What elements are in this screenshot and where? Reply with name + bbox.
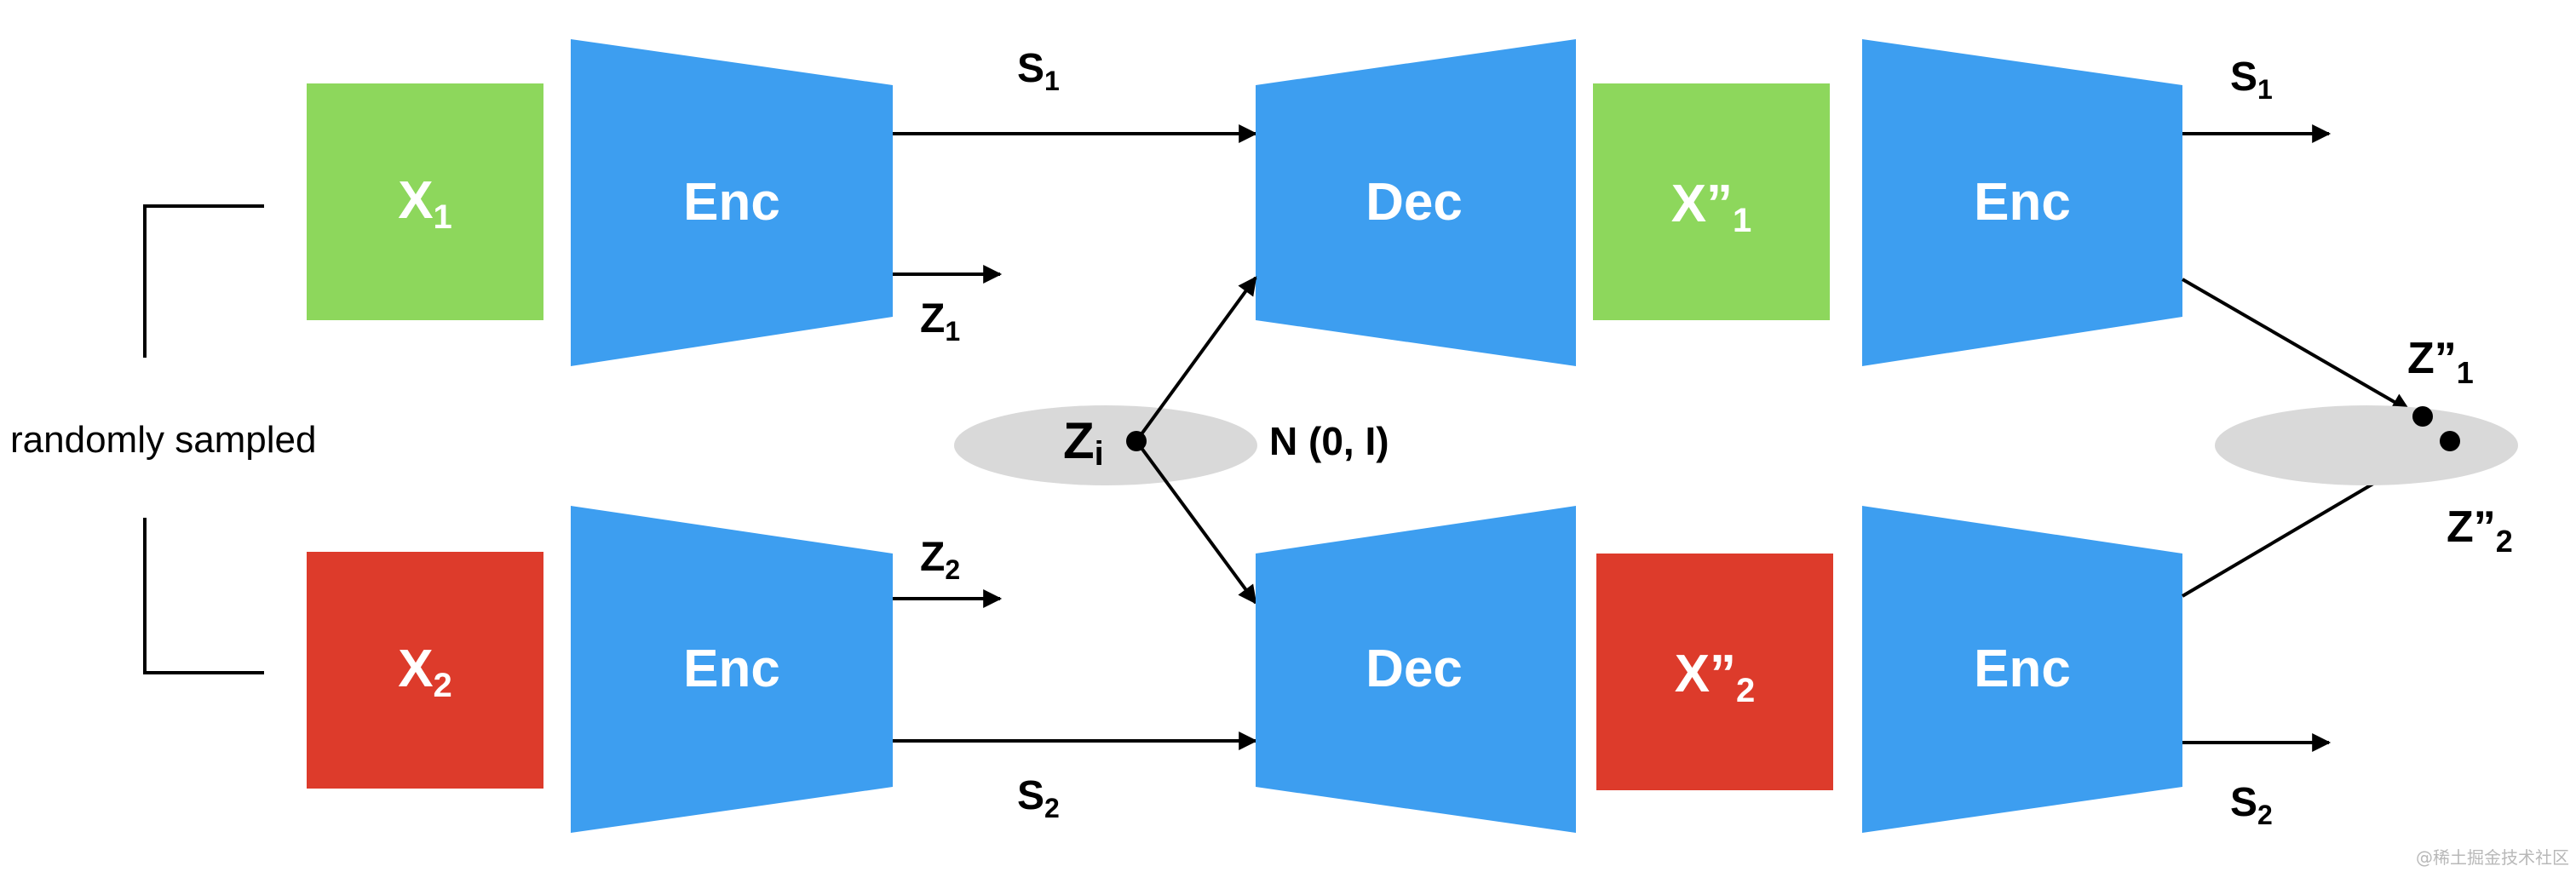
zi-to-top-decoder-arrow — [1135, 276, 1257, 443]
encoder-top-right — [1862, 39, 2182, 366]
input-box-x1 — [307, 83, 543, 320]
encoder-bottom-right-label: Enc — [1974, 640, 2071, 698]
z2-label: Z2 — [920, 535, 960, 585]
decoder-bottom — [1256, 506, 1576, 833]
input-x2-label: X2 — [398, 640, 452, 704]
zi-to-bottom-decoder-arrow — [1135, 439, 1257, 605]
encoder-bottom-left-label: Enc — [683, 640, 780, 698]
sample-bracket-bottom — [143, 518, 264, 674]
input-x1-label: X1 — [398, 171, 452, 236]
s2-out-label: S2 — [2230, 780, 2273, 830]
encoder-top-left — [571, 39, 893, 366]
z1-out-point — [2412, 406, 2433, 427]
recon-x1-label: X”1 — [1671, 175, 1752, 239]
s1-out-label: S1 — [2230, 54, 2273, 105]
zi-label: Zi — [1063, 412, 1104, 473]
z1-label: Z1 — [920, 296, 960, 347]
output-latent-ellipse — [2215, 405, 2518, 485]
latent-ellipse — [954, 405, 1257, 485]
z1-out-arrow — [2181, 278, 2411, 412]
decoder-top — [1256, 39, 1576, 366]
sample-bracket-top — [143, 204, 264, 358]
decoder-bottom-label: Dec — [1366, 640, 1463, 698]
z2-out-point — [2440, 431, 2460, 451]
normal-distribution-label: N (0, I) — [1269, 419, 1389, 463]
decoder-top-label: Dec — [1366, 173, 1463, 232]
recon-box-x2 — [1596, 554, 1833, 790]
encoder-top-right-label: Enc — [1974, 173, 2071, 232]
encoder-bottom-left — [571, 506, 893, 833]
encoder-top-left-label: Enc — [683, 173, 780, 232]
s2-label: S2 — [1017, 773, 1060, 823]
watermark: @稀土掘金技术社区 — [2416, 847, 2569, 868]
s1-label: S1 — [1017, 46, 1060, 96]
recon-x2-label: X”2 — [1675, 645, 1756, 709]
z1-out-label: Z”1 — [2407, 334, 2474, 390]
randomly-sampled-label: randomly sampled — [10, 419, 317, 461]
input-box-x2 — [307, 552, 543, 789]
encoder-bottom-right — [1862, 506, 2182, 833]
z2-out-label: Z”2 — [2447, 502, 2513, 559]
recon-box-x1 — [1593, 83, 1830, 320]
